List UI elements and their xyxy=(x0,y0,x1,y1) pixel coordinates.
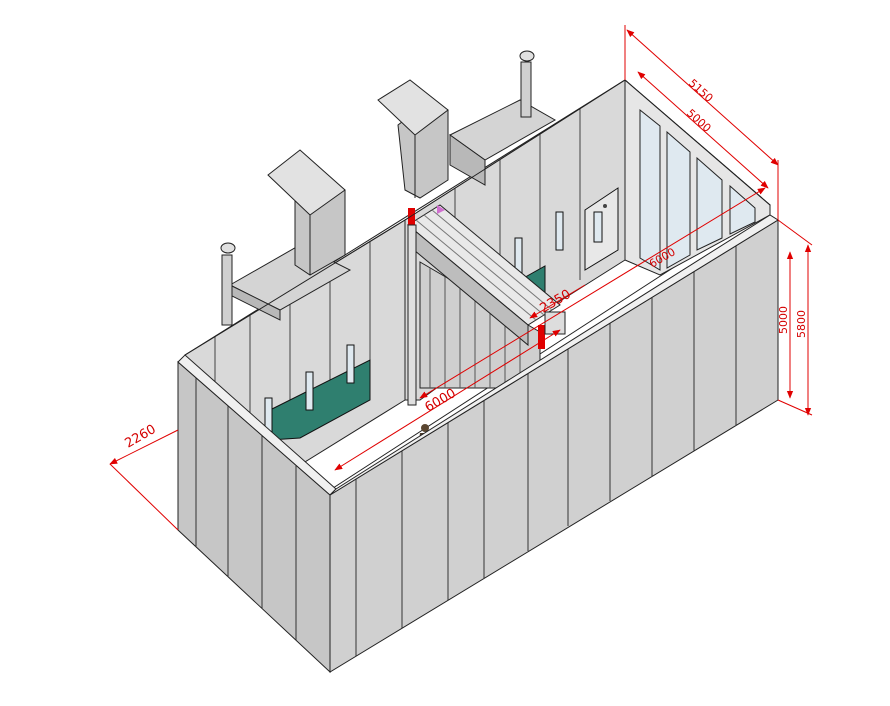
window-left-3 xyxy=(346,344,355,384)
dim-height-outer: 5800 xyxy=(795,310,808,338)
dim-height-inner: 5000 xyxy=(777,306,790,334)
ventilation-duct-icon xyxy=(377,50,557,199)
dim-length-outer: 5150 xyxy=(686,77,716,105)
window-right-2 xyxy=(555,211,564,251)
dim-length-inner: 5000 xyxy=(684,107,714,135)
dimension-lines xyxy=(109,25,813,531)
ventilation-duct-icon xyxy=(220,149,352,326)
window-left-2 xyxy=(305,371,314,411)
dim-width-outer: 2260 xyxy=(123,422,159,452)
